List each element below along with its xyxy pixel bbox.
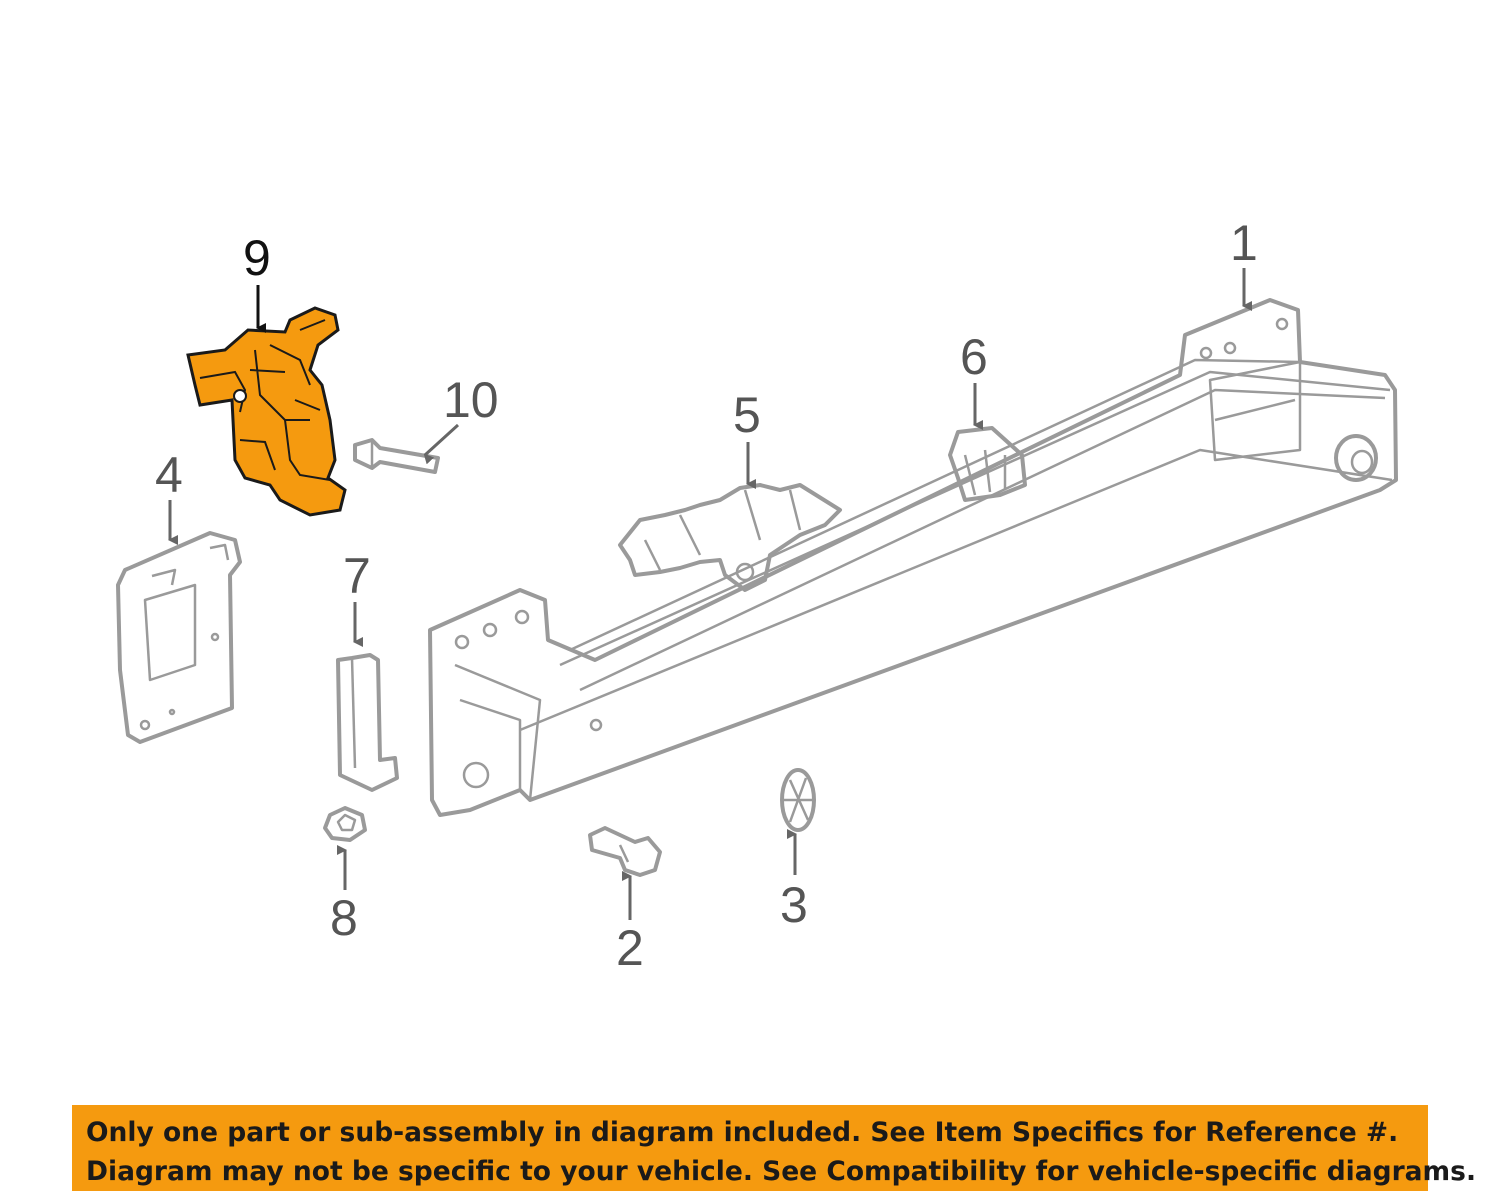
bolt-part	[588, 826, 662, 877]
absorber-part	[618, 483, 842, 592]
callout-9: 9	[243, 230, 271, 286]
clip-part	[948, 426, 1027, 502]
nut-part	[323, 806, 367, 842]
callout-5: 5	[733, 387, 761, 443]
retainer-part	[780, 768, 816, 832]
notice-line-1: Only one part or sub-assembly in diagram…	[86, 1117, 1399, 1148]
callout-10: 10	[443, 372, 499, 428]
notice-banner: Only one part or sub-assembly in diagram…	[72, 1105, 1477, 1191]
highlighted-bracket-part	[186, 306, 347, 517]
bracket-plate-part	[116, 531, 242, 744]
callout-4: 4	[155, 447, 183, 503]
push-pin-part	[353, 438, 440, 474]
callout-8: 8	[330, 890, 358, 946]
callout-1: 1	[1230, 215, 1258, 271]
bracket-strip-part	[336, 653, 399, 792]
notice-line-2: Diagram may not be specific to your vehi…	[86, 1156, 1477, 1187]
callout-6: 6	[960, 329, 988, 385]
bumper-reinforcement-part	[428, 298, 1398, 817]
callout-7: 7	[343, 548, 371, 604]
callout-3: 3	[780, 877, 808, 933]
callout-2: 2	[616, 920, 644, 976]
parts-diagram: 1 2 3 4 5 6 7 8 9 10	[116, 215, 1398, 976]
